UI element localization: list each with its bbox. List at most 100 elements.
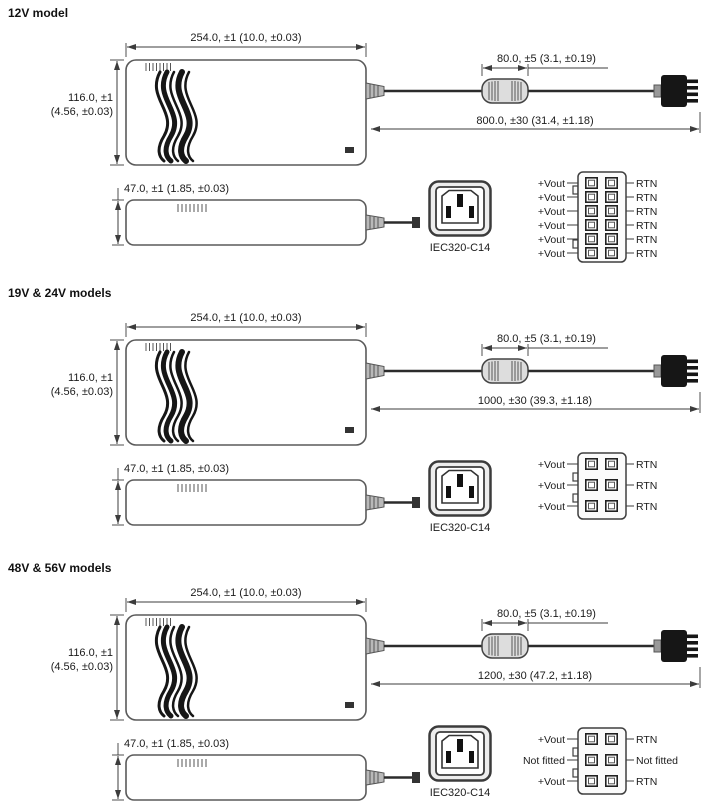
pin-label-rtn: RTN — [636, 178, 657, 190]
pin — [584, 219, 599, 231]
dim-height-label-line1: 116.0, ±1 — [68, 372, 113, 384]
power-brick-top-view — [126, 340, 384, 445]
pin-label-vout: +Vout — [538, 501, 565, 513]
pin-label-rtn: RTN — [636, 480, 657, 492]
dim-cable — [371, 392, 701, 413]
pin-label-vout: +Vout — [538, 192, 565, 204]
iec-inlet-icon — [428, 180, 492, 237]
pin — [584, 774, 599, 788]
iec-inlet-icon — [428, 725, 492, 782]
pin — [584, 499, 599, 513]
dim-depth-label: 47.0, ±1 (1.85, ±0.03) — [124, 463, 229, 475]
dim-cable-label: 800.0, ±30 (31.4, ±1.18) — [476, 115, 593, 127]
pin-label-vout: +Vout — [538, 178, 565, 190]
section-12v: 12V model 254.0, ±1 (10.0, ±0.03) 116.0,… — [8, 6, 701, 263]
pin-label-vout: +Vout — [538, 480, 565, 492]
pin-label-vout: +Vout — [538, 206, 565, 218]
pin-label-vout: +Vout — [538, 459, 565, 471]
dim-cable — [371, 112, 701, 133]
pin — [584, 732, 599, 746]
pin — [604, 191, 619, 203]
pin — [584, 247, 599, 260]
dim-depth — [112, 743, 124, 801]
output-connector-pinout — [567, 727, 634, 795]
section-19-24v: 19V & 24V models 254.0, ±1 (10.0, ±0.03)… — [8, 286, 701, 534]
dim-height-label-line2: (4.56, ±0.03) — [51, 106, 113, 118]
pin — [584, 457, 599, 471]
iec-inlet-label: IEC320-C14 — [430, 787, 491, 799]
pin — [604, 478, 619, 492]
pin — [604, 219, 619, 231]
pin — [604, 233, 619, 245]
section-title: 19V & 24V models — [8, 286, 112, 300]
dim-ferrite — [481, 344, 608, 356]
power-brick-side-view — [124, 198, 422, 247]
pin — [584, 177, 599, 189]
pin-label-vout: +Vout — [538, 220, 565, 232]
section-title: 48V & 56V models — [8, 561, 112, 575]
pin — [604, 753, 619, 767]
pin-label-vout: +Vout — [538, 248, 565, 260]
dim-height-label-line2: (4.56, ±0.03) — [51, 386, 113, 398]
dim-ferrite-label: 80.0, ±5 (3.1, ±0.19) — [497, 53, 596, 65]
dim-height — [110, 339, 124, 446]
dim-ferrite-label: 80.0, ±5 (3.1, ±0.19) — [497, 333, 596, 345]
pin — [604, 457, 619, 471]
dim-width — [125, 323, 367, 337]
iec-inlet-label: IEC320-C14 — [430, 242, 491, 254]
pin-label-not-fitted: Not fitted — [636, 755, 678, 767]
iec-inlet-icon — [428, 460, 492, 517]
dim-depth-label: 47.0, ±1 (1.85, ±0.03) — [124, 738, 229, 750]
ferrite-bead — [481, 358, 529, 384]
pin-label-rtn: RTN — [636, 734, 657, 746]
dc-output-plug — [653, 74, 699, 108]
output-connector-pinout — [567, 452, 634, 520]
dim-height-label-line1: 116.0, ±1 — [68, 647, 113, 659]
pin — [584, 191, 599, 203]
ferrite-bead — [481, 78, 529, 104]
dim-ferrite — [481, 64, 608, 76]
dim-depth — [112, 188, 124, 246]
output-connector-pinout — [567, 171, 634, 263]
pin — [604, 177, 619, 189]
dim-ferrite-label: 80.0, ±5 (3.1, ±0.19) — [497, 608, 596, 620]
pin-label-rtn: RTN — [636, 776, 657, 788]
dc-output-plug — [653, 629, 699, 663]
pin-label-rtn: RTN — [636, 501, 657, 513]
pin-label-not-fitted: Not fitted — [523, 755, 565, 767]
pin — [584, 753, 599, 767]
pin — [604, 247, 619, 260]
dim-cable-label: 1000, ±30 (39.3, ±1.18) — [478, 395, 592, 407]
pin-label-vout: +Vout — [538, 234, 565, 246]
power-brick-side-view — [124, 753, 422, 802]
dim-ferrite — [481, 619, 608, 631]
dim-width-label: 254.0, ±1 (10.0, ±0.03) — [190, 312, 301, 324]
section-title: 12V model — [8, 6, 68, 20]
iec-inlet-label: IEC320-C14 — [430, 522, 491, 534]
dim-depth-label: 47.0, ±1 (1.85, ±0.03) — [124, 183, 229, 195]
dim-cable-label: 1200, ±30 (47.2, ±1.18) — [478, 670, 592, 682]
pin-label-rtn: RTN — [636, 459, 657, 471]
pin-label-rtn: RTN — [636, 206, 657, 218]
pin — [604, 774, 619, 788]
pin-label-rtn: RTN — [636, 192, 657, 204]
dim-width-label: 254.0, ±1 (10.0, ±0.03) — [190, 587, 301, 599]
pin-label-rtn: RTN — [636, 220, 657, 232]
pin — [604, 205, 619, 217]
dim-height — [110, 614, 124, 721]
power-brick-top-view — [126, 60, 384, 165]
dim-cable — [371, 667, 701, 688]
pin — [584, 205, 599, 217]
power-brick-top-view — [126, 615, 384, 720]
pin-label-vout: +Vout — [538, 734, 565, 746]
dim-width — [125, 598, 367, 612]
dim-height-label-line1: 116.0, ±1 — [68, 92, 113, 104]
pin — [604, 499, 619, 513]
power-brick-side-view — [124, 478, 422, 527]
dim-width-label: 254.0, ±1 (10.0, ±0.03) — [190, 32, 301, 44]
pin-label-rtn: RTN — [636, 234, 657, 246]
section-48-56v: 48V & 56V models 254.0, ±1 (10.0, ±0.03)… — [8, 561, 701, 802]
pin — [604, 732, 619, 746]
